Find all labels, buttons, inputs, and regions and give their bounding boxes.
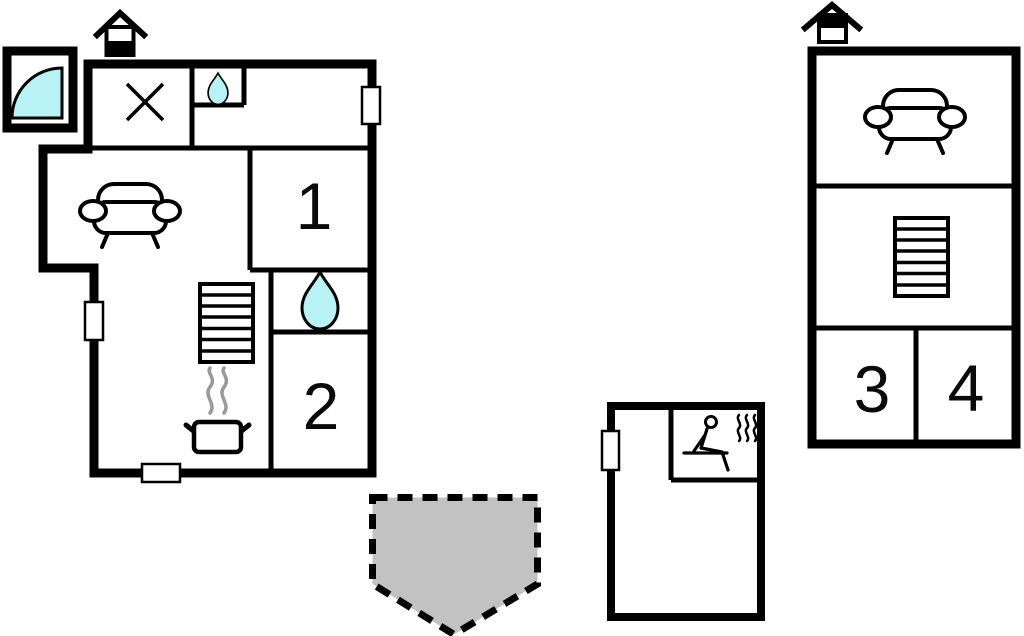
- roof-icon: [800, 1, 864, 33]
- sauna-icon: [682, 413, 758, 472]
- steam-wave: [206, 366, 215, 415]
- bedroom-2-label: 2: [303, 369, 340, 443]
- door-swing-icon: [10, 66, 64, 120]
- interior-walls: [812, 183, 1016, 444]
- ground-floor-plan: 1 2: [38, 59, 382, 484]
- stairs-icon: [893, 216, 950, 298]
- bedroom-4-label: 4: [948, 351, 985, 425]
- window-left: [83, 300, 105, 342]
- terrace-area: [369, 494, 541, 636]
- dining-table-x-icon: [125, 82, 165, 122]
- outer-walls: [607, 402, 765, 621]
- window-left: [600, 429, 621, 472]
- house-upper-floor-icon: [800, 1, 864, 44]
- bedroom-1-label: 1: [296, 169, 333, 243]
- stove-pot-icon: [183, 366, 252, 455]
- stairs-icon: [198, 282, 255, 364]
- sauna-annex-plan: [600, 402, 765, 621]
- outer-walls: [38, 59, 377, 478]
- interior-walls: [668, 406, 761, 483]
- bedroom-3-label: 3: [854, 352, 891, 426]
- house-ground-floor-icon: [92, 8, 149, 57]
- upper-floor-plan: 3 4: [807, 46, 1021, 449]
- window-right: [360, 85, 382, 126]
- door-swing-box: [2, 46, 78, 133]
- steam-wave: [220, 366, 229, 415]
- window-bottom: [140, 462, 182, 484]
- person-body: [692, 427, 730, 472]
- person-head: [704, 415, 718, 429]
